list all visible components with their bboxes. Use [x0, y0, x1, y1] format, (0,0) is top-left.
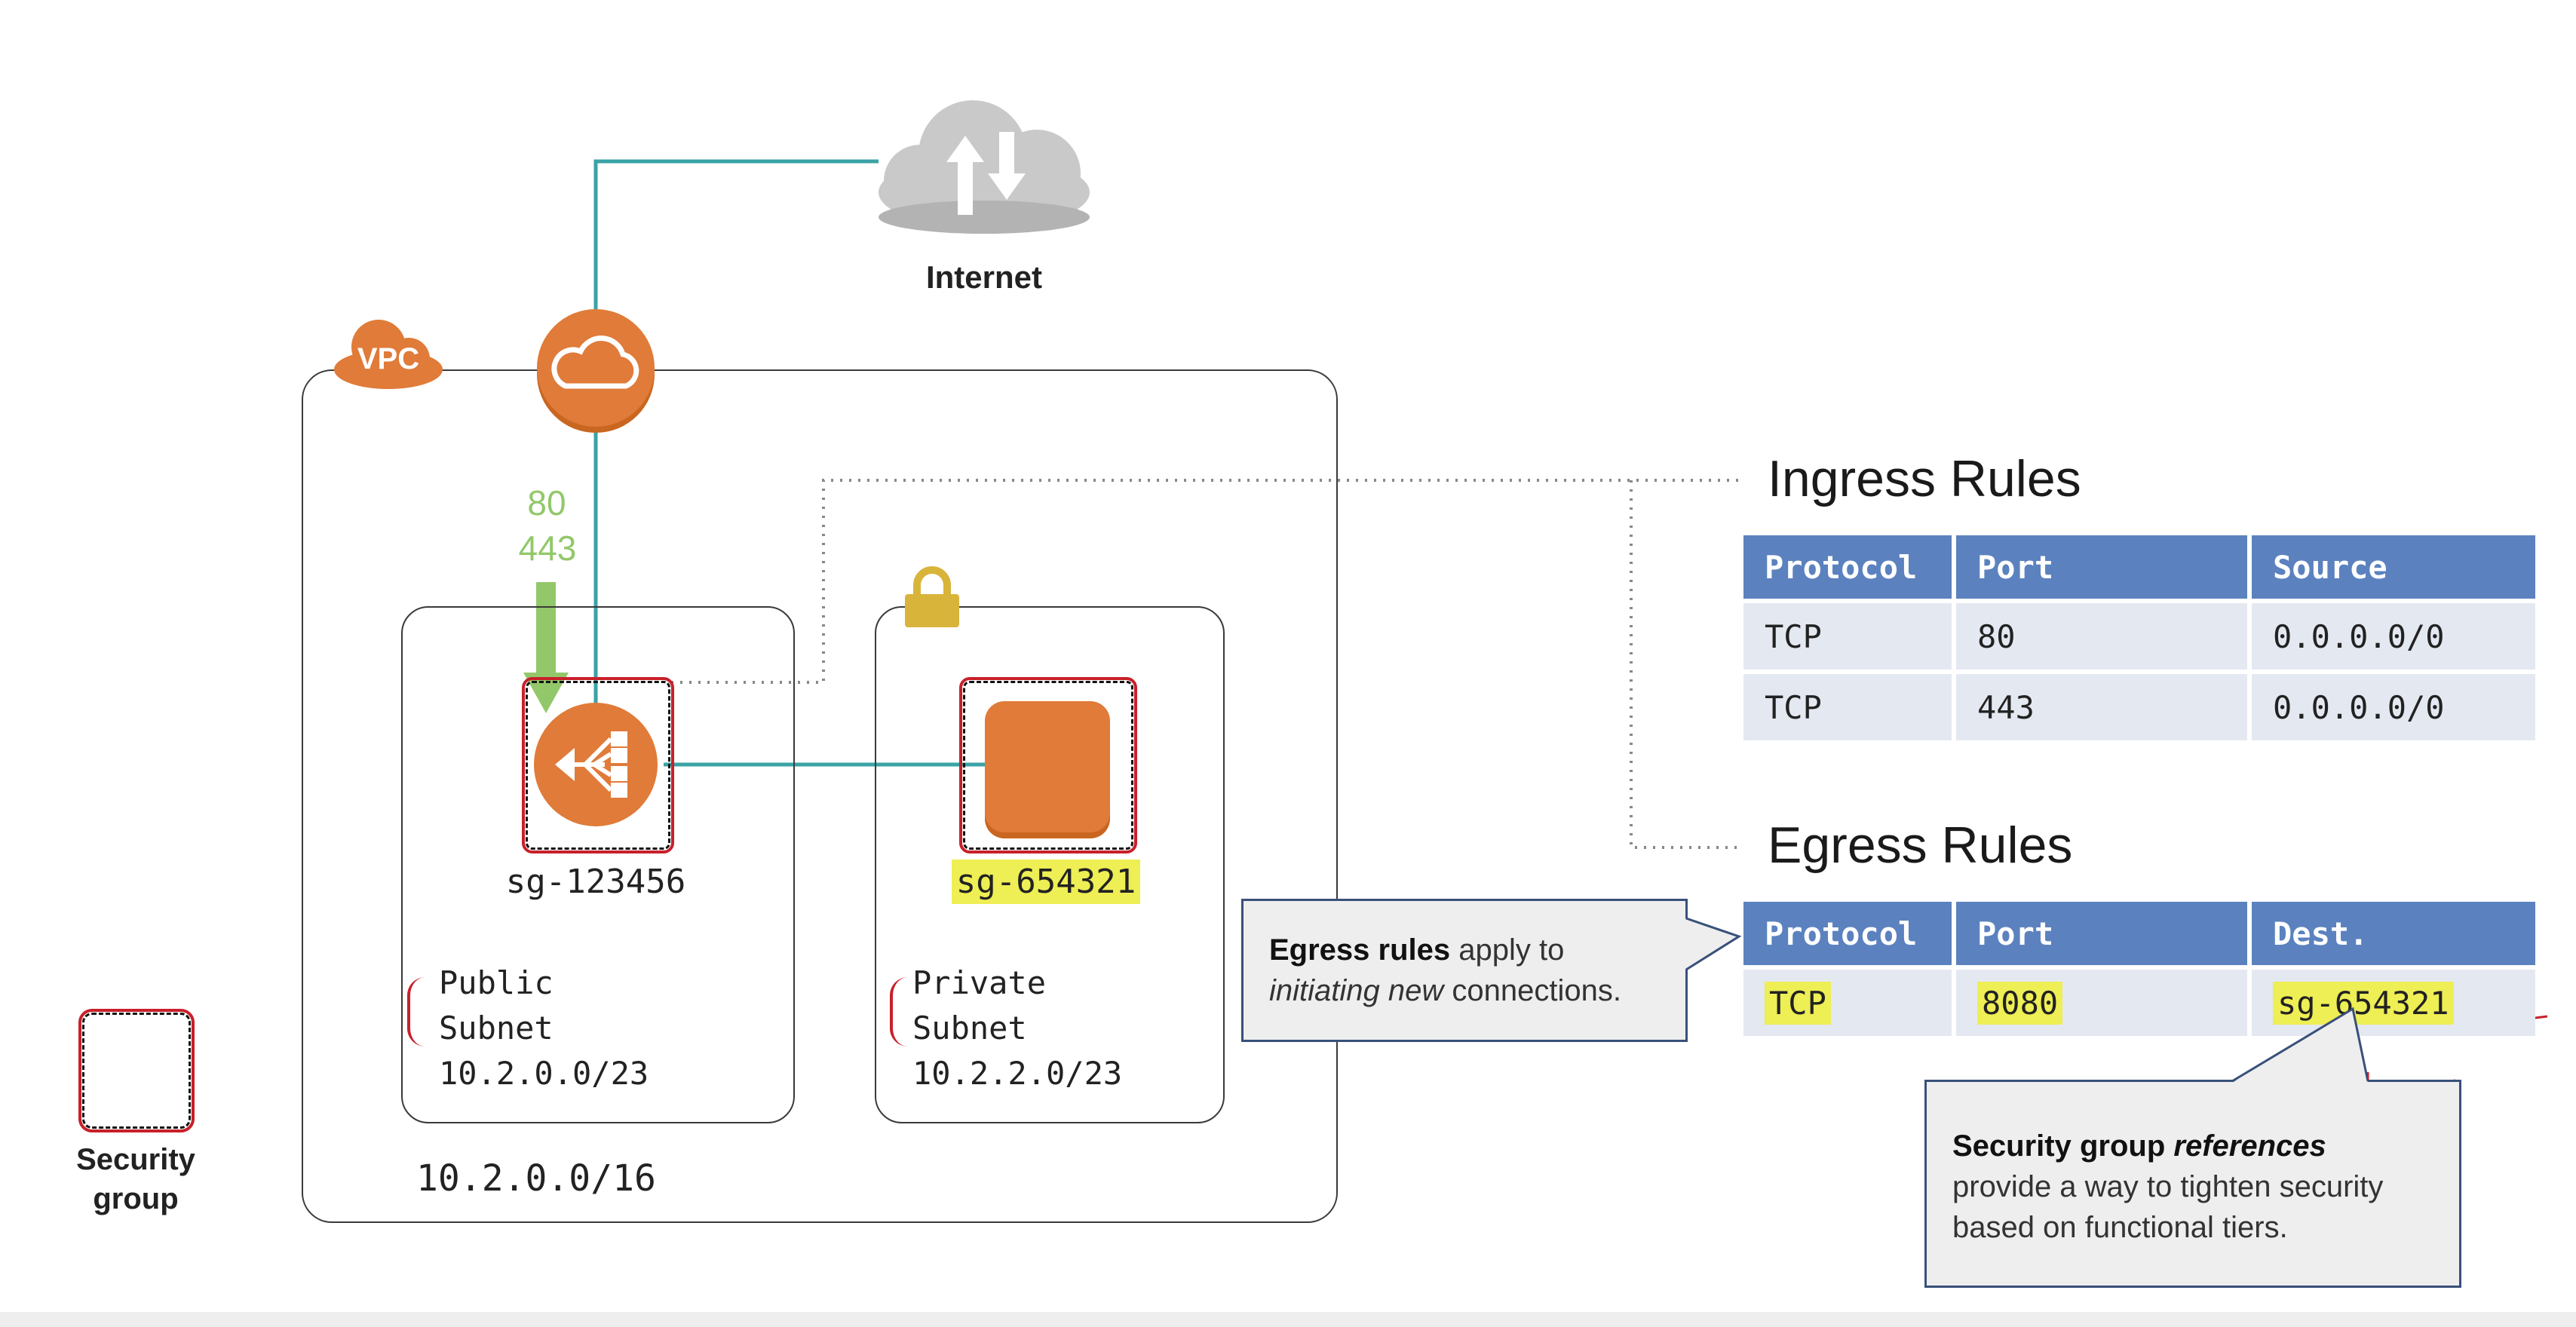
egress-header-protocol: Protocol — [1743, 902, 1952, 965]
egress-table: Protocol Port Dest. TCP 8080 sg-654321 — [1739, 897, 2540, 1040]
egress-callout-text2: connections. — [1443, 974, 1621, 1007]
public-security-group-frame — [522, 677, 674, 854]
ec2-instance-icon — [985, 701, 1110, 832]
ingress-header-source: Source — [2252, 535, 2535, 599]
ingress-cell: 80 — [1956, 603, 2247, 670]
inbound-arrow-head — [523, 673, 569, 713]
egress-callout: Egress rules apply to initiating new con… — [1241, 899, 1688, 1042]
sg-callout-pointer — [2232, 1007, 2368, 1083]
internet-link-line — [593, 159, 879, 324]
internet-label: Internet — [925, 259, 1042, 295]
private-security-group-frame — [959, 677, 1137, 854]
public-subnet-cidr: 10.2.0.0/23 — [439, 1055, 649, 1092]
sg-callout-line2: provide a way to tighten security — [1952, 1170, 2384, 1203]
egress-cell-text: 8080 — [1977, 981, 2063, 1025]
public-subnet-box — [401, 606, 795, 1123]
ingress-header-protocol: Protocol — [1743, 535, 1952, 599]
private-sg-id-text: sg-654321 — [951, 860, 1141, 904]
public-subnet-line2: Subnet — [439, 1010, 554, 1047]
private-subnet-box — [875, 606, 1225, 1123]
ingress-cell: 0.0.0.0/0 — [2252, 603, 2535, 670]
vpc-badge: VPC — [332, 315, 445, 391]
private-sg-id: sg-654321 — [929, 860, 1163, 904]
sg-callout-line3: based on functional tiers. — [1952, 1211, 2288, 1244]
port-label-443: 443 — [518, 529, 577, 568]
port-label-80: 80 — [527, 483, 566, 523]
egress-callout-bold: Egress rules — [1269, 933, 1451, 967]
ingress-table: Protocol Port Source TCP 80 0.0.0.0/0 TC… — [1739, 531, 2540, 745]
sg-references-callout: Security group references provide a way … — [1924, 1080, 2461, 1288]
vpc-cidr: 10.2.0.0/16 — [416, 1157, 656, 1200]
sg-callout-bold: Security group — [1952, 1129, 2174, 1163]
egress-header-dest: Dest. — [2252, 902, 2535, 965]
internet-cloud-icon — [875, 90, 1093, 241]
egress-title: Egress Rules — [1768, 817, 2073, 874]
ingress-cell: 0.0.0.0/0 — [2252, 674, 2535, 740]
vpc-container — [302, 369, 1338, 1223]
egress-cell-text: TCP — [1765, 981, 1831, 1025]
legend-security-group-swatch — [78, 1009, 195, 1132]
public-subnet-bracket — [407, 977, 433, 1047]
ingress-cell: TCP — [1743, 674, 1952, 740]
legend-line1: Security — [76, 1143, 195, 1176]
legend-label: Security group — [45, 1140, 226, 1218]
ingress-header-row: Protocol Port Source — [1743, 535, 2535, 599]
legend-line2: group — [93, 1182, 179, 1215]
ingress-row: TCP 80 0.0.0.0/0 — [1743, 603, 2535, 670]
ingress-dotted-line — [671, 479, 1742, 684]
public-subnet-line1: Public — [439, 964, 554, 1001]
public-subnet-label: Public Subnet 10.2.0.0/23 — [439, 961, 649, 1096]
ingress-title: Ingress Rules — [1768, 450, 2081, 507]
bottom-bar — [0, 1312, 2576, 1327]
egress-cell: sg-654321 — [2252, 970, 2535, 1036]
private-subnet-bracket — [890, 977, 915, 1047]
private-subnet-label: Private Subnet 10.2.2.0/23 — [912, 961, 1122, 1096]
private-subnet-line2: Subnet — [912, 1010, 1027, 1047]
egress-row: TCP 8080 sg-654321 — [1743, 970, 2535, 1036]
private-subnet-line1: Private — [912, 964, 1047, 1001]
lock-icon — [902, 564, 962, 632]
egress-dotted-line — [1630, 480, 1742, 849]
internet-gateway-icon — [532, 305, 659, 434]
egress-callout-text1: apply to — [1450, 933, 1565, 967]
egress-header-port: Port — [1956, 902, 2247, 965]
ingress-header-port: Port — [1956, 535, 2247, 599]
egress-cell: 8080 — [1956, 970, 2247, 1036]
egress-header-row: Protocol Port Dest. — [1743, 902, 2535, 965]
ingress-cell: TCP — [1743, 603, 1952, 670]
public-sg-id: sg-123456 — [505, 863, 686, 901]
load-balancer-icon — [532, 701, 659, 828]
egress-callout-italic: initiating new — [1269, 974, 1444, 1007]
vpc-badge-label: VPC — [357, 342, 420, 375]
sg-callout-italic: references — [2173, 1129, 2326, 1163]
private-subnet-cidr: 10.2.2.0/23 — [912, 1055, 1123, 1092]
egress-cell-text: sg-654321 — [2273, 981, 2454, 1025]
egress-callout-pointer — [1685, 917, 1742, 971]
ingress-cell: 443 — [1956, 674, 2247, 740]
ingress-row: TCP 443 0.0.0.0/0 — [1743, 674, 2535, 740]
egress-cell: TCP — [1743, 970, 1952, 1036]
